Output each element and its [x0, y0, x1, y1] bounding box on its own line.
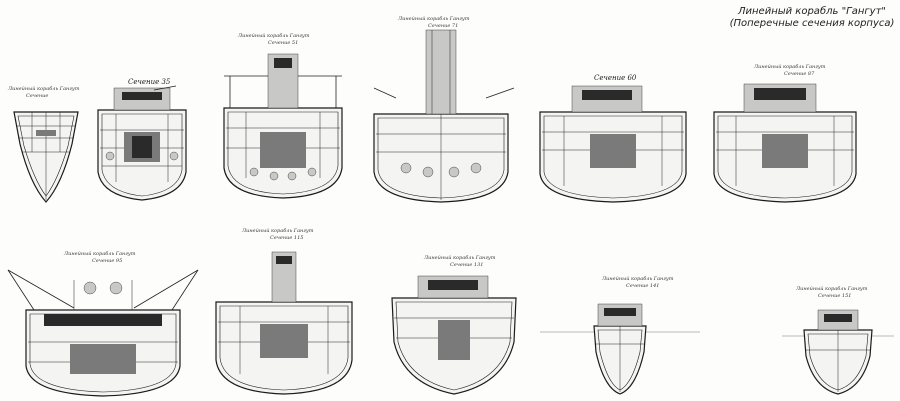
sheet-subtitle: (Поперечные сечения корпуса) — [729, 18, 895, 29]
sheet-title-block: Линейный корабль "Гангут" (Поперечные се… — [728, 6, 896, 30]
section-2-frame: Сечение 35 — [128, 78, 171, 86]
section-7-caption: Линейный корабль Гангут — [64, 251, 136, 257]
section-11-drawing — [782, 309, 894, 395]
section-10-caption: Линейный корабль Гангут — [602, 276, 674, 282]
section-6-caption: Линейный корабль Гангут — [754, 64, 826, 70]
section-4-drawing — [373, 29, 515, 203]
section-5-drawing — [539, 85, 687, 203]
section-7-drawing — [7, 269, 199, 397]
section-10-drawing — [540, 303, 700, 395]
section-9-frame: Сечение 131 — [450, 262, 484, 268]
section-4-frame: Сечение 71 — [428, 23, 459, 29]
section-3-drawing — [223, 53, 343, 199]
section-6-frame: Сечение 87 — [784, 71, 815, 77]
section-8-caption: Линейный корабль Гангут — [242, 228, 314, 234]
section-1-drawing — [13, 111, 79, 203]
section-4-caption: Линейный корабль Гангут — [398, 16, 470, 22]
section-8-frame: Сечение 115 — [270, 235, 304, 241]
section-9-caption: Линейный корабль Гангут — [424, 255, 496, 261]
section-10-frame: Сечение 141 — [626, 283, 660, 289]
section-9-drawing — [391, 275, 517, 395]
section-6-drawing — [713, 83, 857, 203]
section-11-frame: Сечение 151 — [818, 293, 852, 299]
section-8-drawing — [215, 251, 353, 395]
section-2-drawing — [97, 85, 187, 201]
sheet-title: Линейный корабль "Гангут" — [737, 6, 887, 17]
section-1-frame: Сечение — [26, 93, 49, 99]
section-3-frame: Сечение 51 — [268, 40, 299, 46]
section-11-caption: Линейный корабль Гангут — [796, 286, 868, 292]
section-3-caption: Линейный корабль Гангут — [238, 33, 310, 39]
section-5-frame: Сечение 60 — [594, 74, 637, 82]
section-1-caption: Линейный корабль Гангут — [8, 86, 80, 92]
section-7-frame: Сечение 95 — [92, 258, 123, 264]
